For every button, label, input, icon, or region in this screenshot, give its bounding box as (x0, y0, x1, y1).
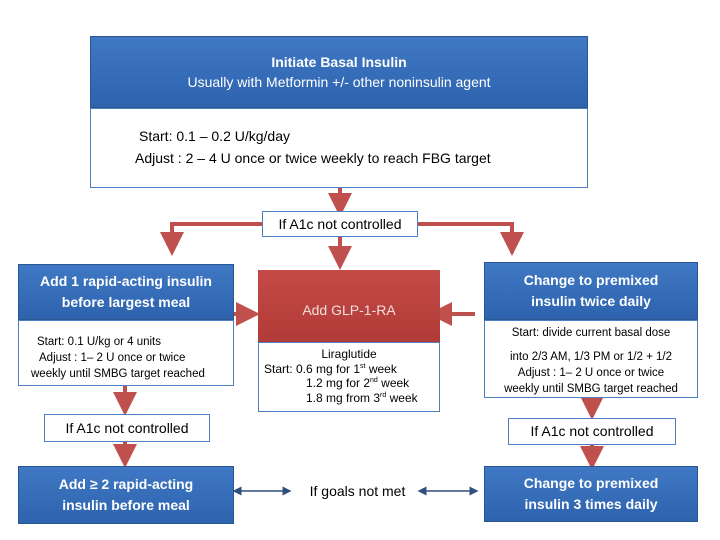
arrow-branch-right (418, 222, 524, 256)
liraglutide-dosing-box: Liraglutide Start: 0.6 mg for 1st week 1… (258, 342, 440, 412)
right-condition-label: If A1c not controlled (508, 418, 676, 445)
add-two-rapid-acting-box: Add ≥ 2 rapid-acting insulin before meal (18, 466, 234, 524)
dose-line-1: Start: 0.6 mg for 1st week (264, 361, 397, 376)
premixed-dosing-box: Start: divide current basal dose into 2/… (484, 320, 698, 398)
basal-start-line: Start: 0.1 – 0.2 U/kg/day (139, 128, 290, 144)
arrow-branch-left (160, 222, 262, 256)
basal-adjust-line: Adjust : 2 – 4 U once or twice weekly to… (135, 150, 491, 166)
premixed-twice-daily-box: Change to premixed insulin twice daily (484, 262, 698, 320)
branch-condition-label: If A1c not controlled (262, 211, 418, 237)
initiate-basal-insulin-box: Initiate Basal Insulin Usually with Metf… (90, 36, 588, 108)
top-subtitle: Usually with Metformin +/- other noninsu… (187, 74, 491, 90)
add-rapid-acting-box: Add 1 rapid-acting insulin before larges… (18, 264, 234, 320)
dose-line-2: 1.2 mg for 2nd week (306, 376, 410, 390)
premixed-three-times-box: Change to premixed insulin 3 times daily (484, 466, 698, 522)
rapid-acting-dosing-box: Start: 0.1 U/kg or 4 units Adjust : 1– 2… (18, 320, 234, 386)
top-title: Initiate Basal Insulin (271, 54, 407, 70)
dose-line-3: 1.8 mg from 3rd week (306, 390, 418, 405)
basal-dosing-box: Start: 0.1 – 0.2 U/kg/day Adjust : 2 – 4… (90, 108, 588, 188)
add-glp1-ra-box: Add GLP-1-RA (258, 270, 440, 342)
left-condition-label: If A1c not controlled (44, 414, 210, 442)
middle-condition-label: If goals not met (309, 483, 406, 499)
drug-name: Liraglutide (321, 347, 377, 361)
